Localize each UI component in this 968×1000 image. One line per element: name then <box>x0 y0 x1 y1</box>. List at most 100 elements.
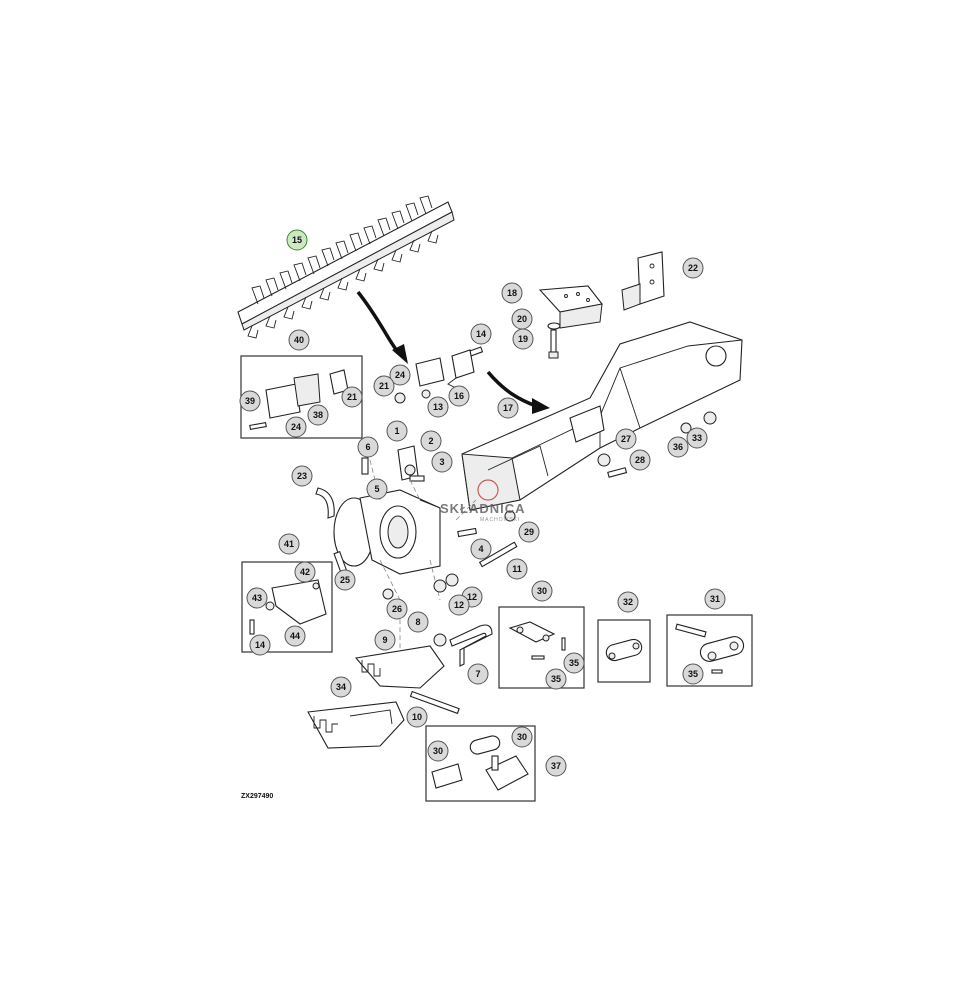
callout-5[interactable]: 5 <box>366 478 388 500</box>
callout-30[interactable]: 30 <box>531 580 553 602</box>
callout-label: 16 <box>454 391 464 401</box>
callout-label: 6 <box>365 442 370 452</box>
callout-2[interactable]: 2 <box>420 430 442 452</box>
callout-21[interactable]: 21 <box>373 375 395 397</box>
callout-label: 41 <box>284 539 294 549</box>
callout-35[interactable]: 35 <box>563 652 585 674</box>
housing-5 <box>333 489 441 575</box>
callout-33[interactable]: 33 <box>686 427 708 449</box>
callout-circle <box>545 755 567 777</box>
callout-23[interactable]: 23 <box>291 465 313 487</box>
callout-circle <box>386 598 408 620</box>
nut-21-upper <box>394 392 406 404</box>
callout-41[interactable]: 41 <box>278 533 300 555</box>
callout-3[interactable]: 3 <box>431 451 453 473</box>
callout-30[interactable]: 30 <box>427 740 449 762</box>
callout-35[interactable]: 35 <box>682 663 704 685</box>
callout-circle <box>291 465 313 487</box>
callout-circle <box>682 663 704 685</box>
callout-8[interactable]: 8 <box>407 611 429 633</box>
callout-circle <box>427 396 449 418</box>
callout-22[interactable]: 22 <box>682 257 704 279</box>
callout-circle <box>286 229 308 251</box>
callout-10[interactable]: 10 <box>406 706 428 728</box>
callout-circle <box>427 740 449 762</box>
callout-14[interactable]: 14 <box>470 323 492 345</box>
callout-16[interactable]: 16 <box>448 385 470 407</box>
callout-label: 36 <box>673 442 683 452</box>
callout-circle <box>407 611 429 633</box>
callout-29[interactable]: 29 <box>518 521 540 543</box>
callout-9[interactable]: 9 <box>374 629 396 651</box>
callout-circle <box>497 397 519 419</box>
callout-15[interactable]: 15 <box>286 229 308 251</box>
callout-6[interactable]: 6 <box>357 436 379 458</box>
kit-box-41 <box>241 561 333 653</box>
callout-28[interactable]: 28 <box>629 449 651 471</box>
callout-26[interactable]: 26 <box>386 598 408 620</box>
callout-37[interactable]: 37 <box>545 755 567 777</box>
kit-32-parts <box>605 638 643 662</box>
callout-circle <box>470 538 492 560</box>
callout-27[interactable]: 27 <box>615 428 637 450</box>
callout-18[interactable]: 18 <box>501 282 523 304</box>
callout-label: 5 <box>374 484 379 494</box>
callout-24[interactable]: 24 <box>389 364 411 386</box>
callout-31[interactable]: 31 <box>704 588 726 610</box>
callout-label: 2 <box>428 436 433 446</box>
callout-30[interactable]: 30 <box>511 726 533 748</box>
callout-circle <box>511 726 533 748</box>
callout-layer: 1522182019144024211316393821241727363328… <box>239 229 726 777</box>
callout-32[interactable]: 32 <box>617 591 639 613</box>
callout-label: 1 <box>394 426 399 436</box>
callout-36[interactable]: 36 <box>667 436 689 458</box>
callout-13[interactable]: 13 <box>427 396 449 418</box>
callout-25[interactable]: 25 <box>334 569 356 591</box>
callout-14[interactable]: 14 <box>249 634 271 656</box>
callout-39[interactable]: 39 <box>239 390 261 412</box>
callout-label: 33 <box>692 433 702 443</box>
callout-circle <box>667 436 689 458</box>
kit-41-parts <box>249 579 327 635</box>
callout-43[interactable]: 43 <box>246 587 268 609</box>
callout-34[interactable]: 34 <box>330 676 352 698</box>
callout-circle <box>330 676 352 698</box>
callout-label: 30 <box>433 746 443 756</box>
callout-circle <box>531 580 553 602</box>
main-beam-17 <box>461 321 743 511</box>
callout-label: 43 <box>252 593 262 603</box>
callout-circle <box>307 404 329 426</box>
callout-circle <box>366 478 388 500</box>
callout-19[interactable]: 19 <box>512 328 534 350</box>
callout-42[interactable]: 42 <box>294 561 316 583</box>
callout-40[interactable]: 40 <box>288 329 310 351</box>
callout-38[interactable]: 38 <box>307 404 329 426</box>
reference-code: ZX297490 <box>241 793 273 800</box>
callout-circle <box>294 561 316 583</box>
callout-7[interactable]: 7 <box>467 663 489 685</box>
callout-circle <box>341 386 363 408</box>
callout-11[interactable]: 11 <box>506 558 528 580</box>
callout-20[interactable]: 20 <box>511 308 533 330</box>
callout-35[interactable]: 35 <box>545 668 567 690</box>
callout-label: 11 <box>512 564 522 574</box>
callout-17[interactable]: 17 <box>497 397 519 419</box>
callout-circle <box>239 390 261 412</box>
callout-24[interactable]: 24 <box>285 416 307 438</box>
callout-label: 4 <box>478 544 483 554</box>
callout-label: 31 <box>710 594 720 604</box>
callout-circle <box>374 629 396 651</box>
kit-box-37 <box>425 725 536 802</box>
callout-44[interactable]: 44 <box>284 625 306 647</box>
callout-circle <box>288 329 310 351</box>
kit-31-parts <box>675 623 745 674</box>
callout-label: 21 <box>347 392 357 402</box>
callout-circle <box>420 430 442 452</box>
callout-label: 15 <box>292 235 302 245</box>
callout-12[interactable]: 12 <box>448 594 470 616</box>
plate-18 <box>538 285 603 329</box>
callout-1[interactable]: 1 <box>386 420 408 442</box>
callout-4[interactable]: 4 <box>470 538 492 560</box>
kit-box-30 <box>498 606 585 689</box>
callout-21[interactable]: 21 <box>341 386 363 408</box>
